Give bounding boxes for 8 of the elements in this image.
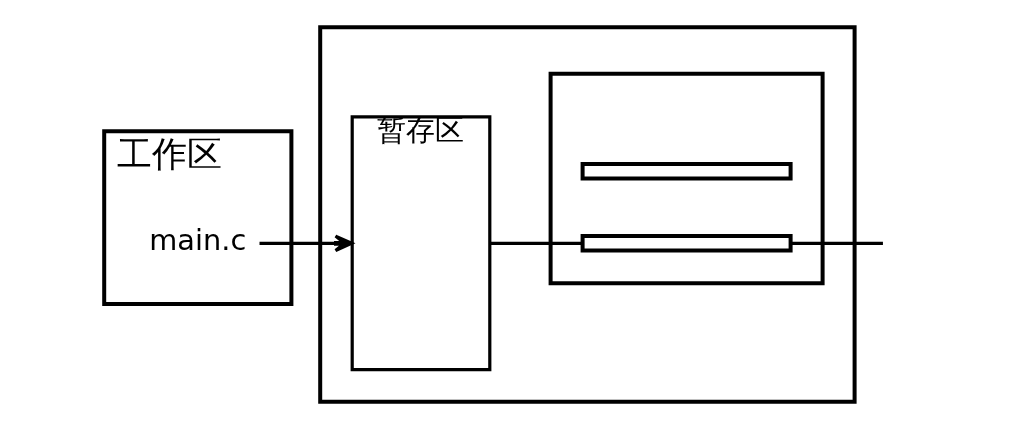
connector [489, 241, 582, 245]
node-bar [580, 234, 793, 253]
arrow [259, 234, 353, 253]
cluster [548, 71, 825, 286]
node-bar [580, 162, 793, 181]
connector [790, 241, 883, 245]
cluster [317, 25, 857, 404]
node-text: main.c [148, 223, 246, 258]
